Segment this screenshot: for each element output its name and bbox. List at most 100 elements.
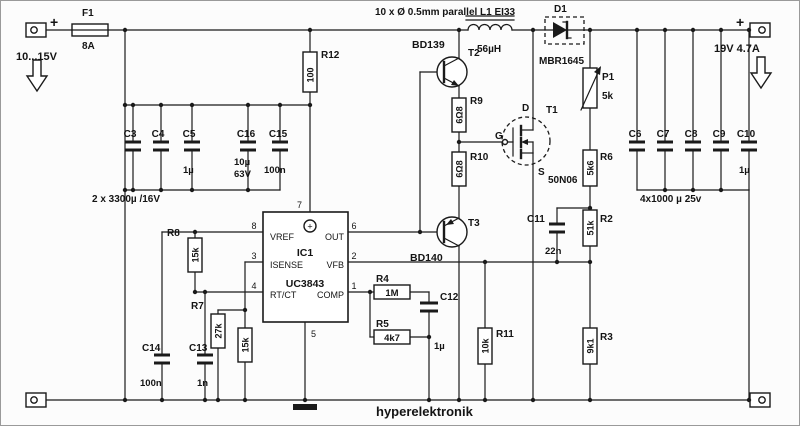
resistor-timing-value: 15k <box>241 337 251 353</box>
input-voltage-label: 10...15V <box>16 51 58 63</box>
brand-text: hyperelektronik <box>376 404 474 419</box>
winding-note: 10 x Ø 0.5mm parallel L1 EI33 <box>375 7 516 18</box>
resistor-r4: R4 1M <box>373 274 411 300</box>
resistor-r6-label: R6 <box>600 152 613 163</box>
transistor-t2-part: BD139 <box>412 39 445 51</box>
resistor-r5: R5 4k7 <box>373 319 411 345</box>
transistor-t2-bd139: BD139 T2 <box>412 39 480 88</box>
ic1-pin2-number: 2 <box>351 251 356 261</box>
cap-c9-label: C9 <box>713 129 726 140</box>
resistor-r3-value: 9k1 <box>586 338 596 353</box>
cap-c3-label: C3 <box>124 129 137 140</box>
capacitor-c11-label: C11 <box>527 214 545 225</box>
cap-c4-label: C4 <box>152 129 165 140</box>
capacitor-c12: C12 1µ <box>420 292 459 352</box>
output-terminal-plus <box>749 22 771 38</box>
cap-c16-value1: 10µ <box>234 157 250 168</box>
fuse-f1-label: F1 <box>82 8 94 19</box>
capacitor-c14: C14 100n <box>140 343 170 389</box>
cap-c10-label: C10 <box>737 129 756 140</box>
fuse-f1-value: 8A <box>82 41 95 52</box>
capacitor-c12-label: C12 <box>440 292 459 303</box>
resistor-timing-15k: 15k <box>237 327 253 363</box>
transistor-t2-label: T2 <box>468 48 480 59</box>
resistor-r11-value: 10k <box>481 338 491 354</box>
output-rating-label: 19V 4.7A <box>714 43 760 55</box>
ic1-pin4-number: 4 <box>251 281 256 291</box>
resistor-r8-value: 15k <box>191 247 201 263</box>
mosfet-t1-50n06: G D T1 S 50N06 <box>495 103 578 186</box>
mosfet-t1-part: 50N06 <box>548 175 578 186</box>
resistor-r7-value: 27k <box>214 323 224 339</box>
junction-dots <box>122 27 752 403</box>
capacitor-c13: C13 1n <box>189 343 213 389</box>
ic1-pin-vref-label: VREF <box>270 232 295 242</box>
output-voltage-arrow-icon <box>749 56 773 90</box>
capacitor-c13-value: 1n <box>197 378 208 389</box>
diode-d1-label: D1 <box>554 4 567 15</box>
ic1-part: UC3843 <box>286 278 325 290</box>
input-voltage-arrow-icon <box>25 59 49 93</box>
resistor-r3: R3 9k1 <box>582 327 613 365</box>
ic1-pin-vfb-label: VFB <box>326 260 344 270</box>
resistor-r12-label: R12 <box>321 50 340 61</box>
wires <box>45 29 751 401</box>
cap-c5-value: 1µ <box>183 165 194 176</box>
capacitor-c13-label: C13 <box>189 343 208 354</box>
potentiometer-p1-label: P1 <box>602 72 615 83</box>
transistor-t3-part: BD140 <box>410 252 443 264</box>
capacitor-c12-value: 1µ <box>434 341 445 352</box>
ic1-pin8-number: 8 <box>251 221 256 231</box>
cap-c7-label: C7 <box>657 129 670 140</box>
output-terminal-minus <box>749 392 771 408</box>
diode-d1-part: MBR1645 <box>539 56 584 67</box>
capacitor-c11-value: 22n <box>545 246 562 257</box>
resistor-r10: R10 6Ω8 <box>451 151 489 187</box>
ic1-pin1-number: 1 <box>351 281 356 291</box>
cap-c5-label: C5 <box>183 129 196 140</box>
cap-c10-value: 1µ <box>739 165 750 176</box>
input-terminal-plus <box>25 22 47 38</box>
resistor-r2-value: 51k <box>586 220 596 236</box>
ic1-uc3843: + VREF OUT IC1 ISENSE VFB UC3843 RT/CT C… <box>251 200 356 339</box>
resistor-r9-label: R9 <box>470 96 483 107</box>
potentiometer-p1-value: 5k <box>602 91 614 102</box>
resistor-r8: R8 15k <box>167 228 203 273</box>
diode-d1: D1 MBR1645 <box>539 4 585 67</box>
resistor-r2-label: R2 <box>600 214 613 225</box>
resistor-r7: R7 27k <box>191 301 226 349</box>
ic1-name: IC1 <box>297 247 314 259</box>
resistor-r8-label: R8 <box>167 228 180 239</box>
ground-symbol <box>293 404 317 410</box>
capacitor-bank-input: C3 C4 C5 1µ C16 10µ 63V C15 100n 2 x 330… <box>92 129 288 205</box>
resistor-r7-label: R7 <box>191 301 204 312</box>
ic1-pin7-number: 7 <box>297 200 302 210</box>
ic1-pin-comp-label: COMP <box>317 290 344 300</box>
cap-group-input-label: 2 x 3300µ /16V <box>92 194 160 205</box>
fuse-f1: F1 8A <box>71 8 109 52</box>
cap-c16-label: C16 <box>237 129 256 140</box>
resistor-r12: R12 100 <box>302 50 340 93</box>
ic1-pin-rtct-label: RT/CT <box>270 290 297 300</box>
ic1-pin-isense-label: ISENSE <box>270 260 303 270</box>
resistor-r6-value: 5k6 <box>586 160 596 175</box>
ic1-vcc-plus: + <box>307 222 312 232</box>
resistor-r6: R6 5k6 <box>582 149 613 187</box>
capacitor-bank-output: C6 C7 C8 C9 C10 1µ 4x1000 µ 25v <box>629 129 757 205</box>
resistor-r10-label: R10 <box>470 152 489 163</box>
capacitor-c11: C11 22n <box>527 214 565 257</box>
mosfet-t1-source-label: S <box>538 167 545 178</box>
resistor-r5-label: R5 <box>376 319 389 330</box>
ic1-pin3-number: 3 <box>251 251 256 261</box>
cap-c15-value: 100n <box>264 165 286 176</box>
input-terminal-minus <box>25 392 47 408</box>
resistor-r10-value: 6Ω8 <box>455 160 465 177</box>
resistor-r4-value: 1M <box>385 288 398 299</box>
resistor-r5-value: 4k7 <box>384 333 400 344</box>
resistor-r4-label: R4 <box>376 274 389 285</box>
cap-c8-label: C8 <box>685 129 698 140</box>
inductor-l1: 56µH <box>465 15 515 55</box>
